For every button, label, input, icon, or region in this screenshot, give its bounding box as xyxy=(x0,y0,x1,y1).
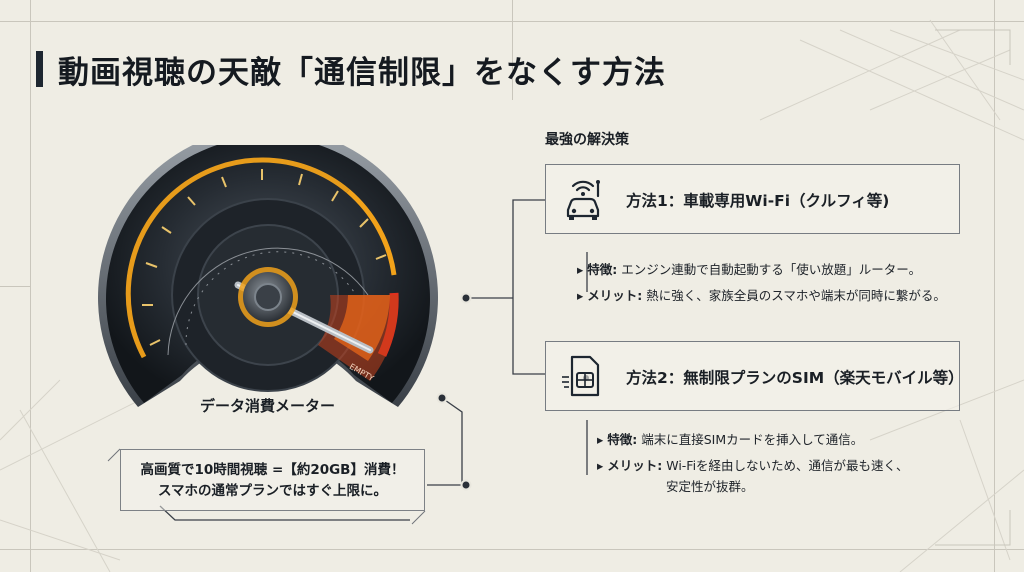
method1-merit: ▸ メリット: 熱に強く、家族全員のスマホや端末が同時に繋がる。 xyxy=(577,288,946,303)
data-usage-note: 高画質で10時間視聴 =【約20GB】消費！ スマホの通常プランではすぐ上限に。 xyxy=(120,449,425,511)
grid-line xyxy=(0,286,30,287)
gauge-caption: データ消費メーター xyxy=(200,397,336,415)
method2-feature: ▸ 特徴: 端末に直接SIMカードを挿入して通信。 xyxy=(597,432,864,447)
solutions-heading: 最強の解決策 xyxy=(545,132,629,148)
grid-line xyxy=(30,0,31,572)
grid-line xyxy=(0,549,1024,550)
method1-feature-text: エンジン連動で自動起動する「使い放題」ルーター。 xyxy=(621,262,922,277)
method1-merit-text: 熱に強く、家族全員のスマホや端末が同時に繋がる。 xyxy=(646,288,946,303)
method1-feature-label: 特徴: xyxy=(587,262,618,277)
grid-line xyxy=(512,0,513,100)
page-title: 動画視聴の天敵「通信制限」をなくす方法 xyxy=(58,55,666,91)
data-consumption-gauge: EMPTY xyxy=(98,145,438,407)
method2-merit-text: Wi-Fiを経由しないため、通信が最も速く、 xyxy=(666,458,909,473)
title-accent-bar xyxy=(36,51,43,87)
method2-merit: ▸ メリット: Wi-Fiを経由しないため、通信が最も速く、 xyxy=(597,458,909,473)
method1-card: 方法1：車載専用Wi-Fi（クルフィ等) xyxy=(545,164,960,234)
method1-feature: ▸ 特徴: エンジン連動で自動起動する「使い放題」ルーター。 xyxy=(577,262,922,277)
method2-label: 方法2：無制限プランのSIM（楽天モバイル等） xyxy=(626,369,964,387)
car-wifi-icon xyxy=(566,180,600,220)
sim-card-icon xyxy=(562,355,600,397)
note-line-2: スマホの通常プランではすぐ上限に。 xyxy=(157,483,388,499)
method2-merit-label: メリット: xyxy=(607,458,663,473)
method2-card: 方法2：無制限プランのSIM（楽天モバイル等） xyxy=(545,341,964,411)
note-line-1: 高画質で10時間視聴 =【約20GB】消費！ xyxy=(140,462,405,478)
method2-merit-continued: 安定性が抜群。 xyxy=(666,479,754,494)
method2-feature-text: 端末に直接SIMカードを挿入して通信。 xyxy=(641,432,864,447)
method1-merit-label: メリット: xyxy=(587,288,643,303)
method1-label: 方法1：車載専用Wi-Fi（クルフィ等) xyxy=(626,192,890,210)
grid-line xyxy=(994,0,995,572)
method2-feature-label: 特徴: xyxy=(607,432,638,447)
